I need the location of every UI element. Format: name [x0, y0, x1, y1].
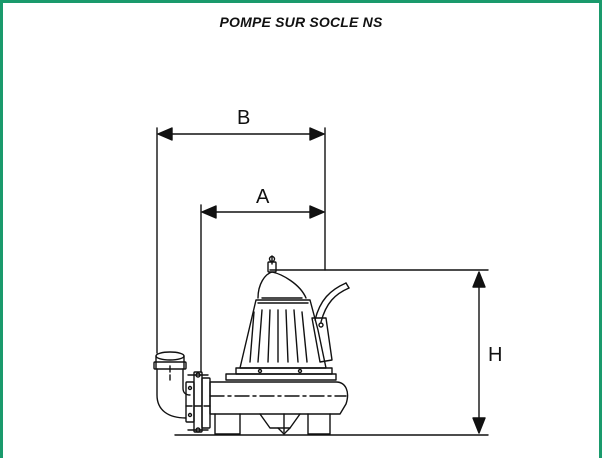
dimension-a: A	[200, 186, 325, 373]
pump-body	[209, 255, 350, 435]
discharge-elbow	[153, 351, 211, 433]
diagram-title: POMPE SUR SOCLE NS	[219, 14, 383, 30]
dimension-a-label: A	[256, 186, 270, 208]
dimension-h: H	[174, 269, 502, 436]
dimension-b-label: B	[237, 107, 250, 129]
dimension-h-label: H	[488, 344, 502, 366]
dimension-b: B	[156, 107, 326, 354]
